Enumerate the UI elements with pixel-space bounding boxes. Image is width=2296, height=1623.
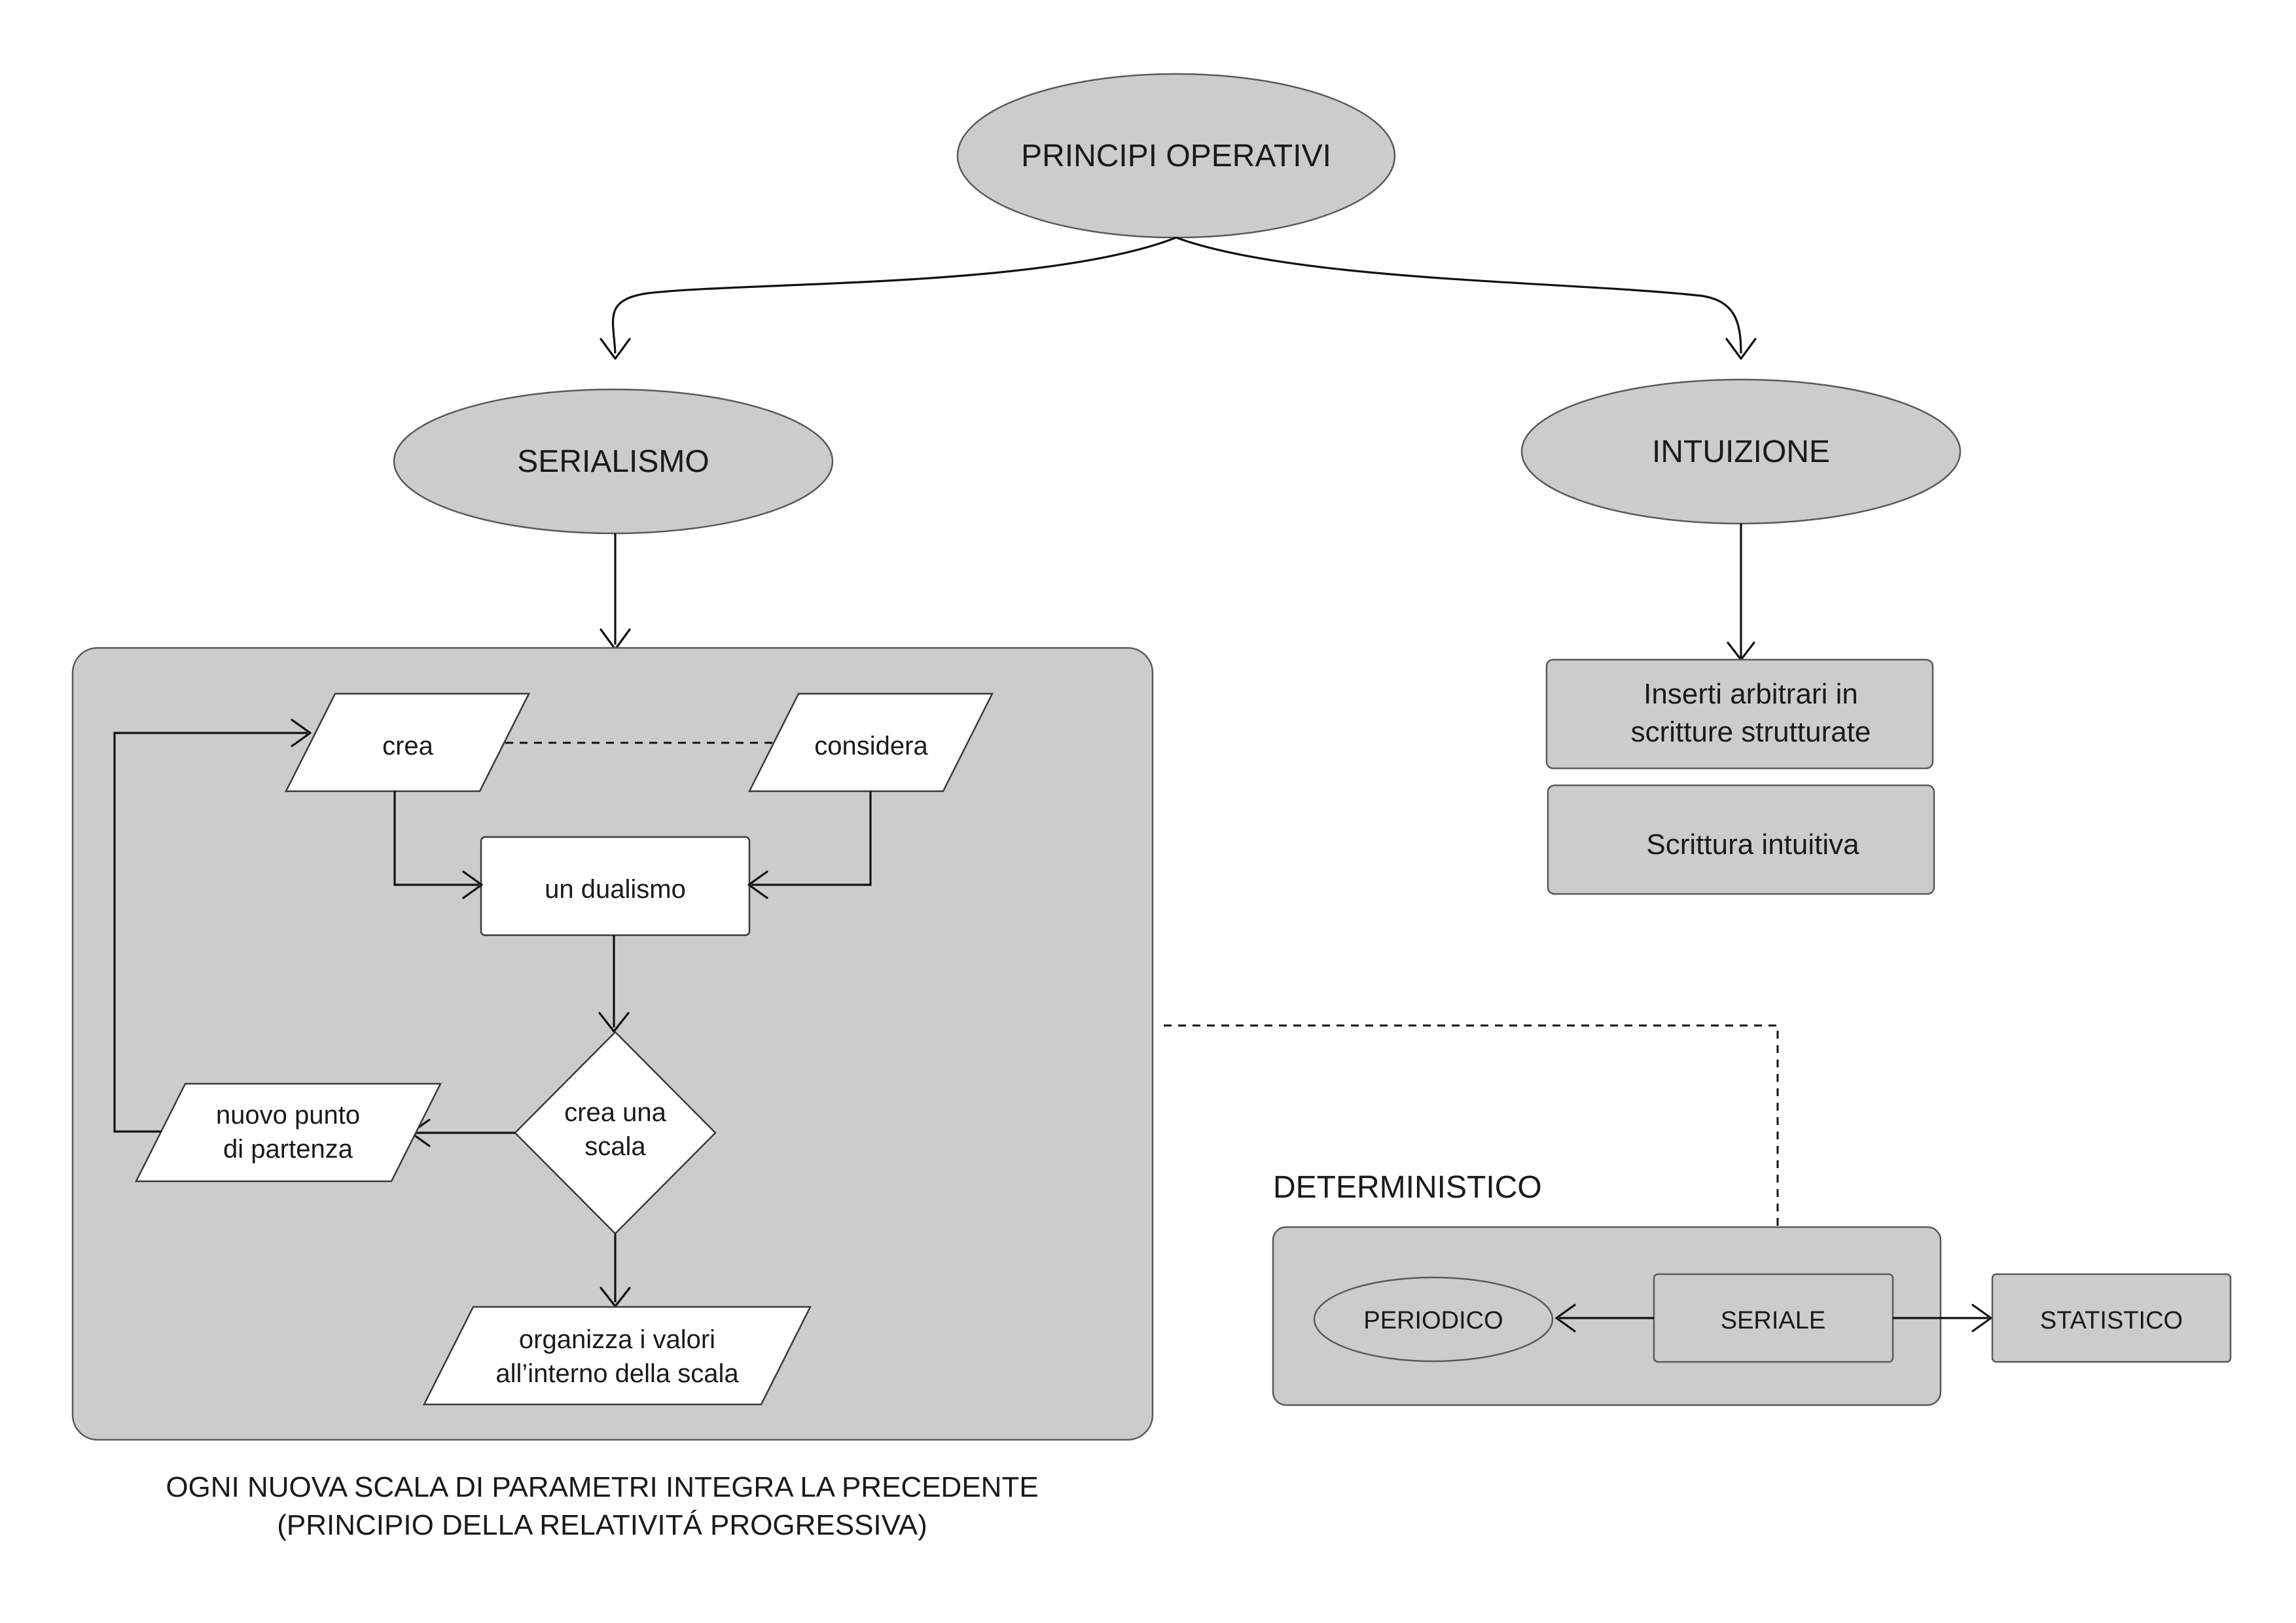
box-scrittura-intuitiva-label: Scrittura intuitiva bbox=[1646, 829, 1859, 861]
node-nuovo-punto-line2: di partenza bbox=[223, 1135, 353, 1164]
node-intuizione-label: INTUIZIONE bbox=[1652, 435, 1830, 469]
node-crea-label: crea bbox=[382, 732, 434, 760]
caption-line1: OGNI NUOVA SCALA DI PARAMETRI INTEGRA LA… bbox=[166, 1471, 1038, 1503]
box-inserti-line1: Inserti arbitrari in bbox=[1643, 678, 1858, 710]
node-nuovo-punto: nuovo punto di partenza bbox=[134, 1082, 442, 1183]
node-considera-label: considera bbox=[814, 732, 928, 760]
node-periodico: PERIODICO bbox=[1313, 1276, 1554, 1363]
edge-principi-to-serialismo bbox=[600, 236, 1177, 360]
node-seriale-label: SERIALE bbox=[1721, 1307, 1826, 1334]
node-un-dualismo: un dualismo bbox=[480, 836, 751, 936]
edge-nuovo-punto-loop-to-crea bbox=[113, 719, 312, 1133]
caption: OGNI NUOVA SCALA DI PARAMETRI INTEGRA LA… bbox=[166, 1471, 1038, 1541]
node-serialismo: SERIALISMO bbox=[393, 388, 834, 535]
node-un-dualismo-label: un dualismo bbox=[545, 875, 686, 904]
node-statistico-label: STATISTICO bbox=[2040, 1307, 2183, 1334]
edge-crea-to-dualismo bbox=[393, 791, 483, 899]
node-periodico-label: PERIODICO bbox=[1363, 1307, 1503, 1334]
node-organizza-line2: all’interno della scala bbox=[495, 1359, 739, 1388]
node-serialismo-label: SERIALISMO bbox=[517, 444, 709, 479]
box-inserti-line2: scritture strutturate bbox=[1631, 716, 1871, 748]
edge-principi-to-intuizione bbox=[1175, 236, 1757, 360]
node-crea-una-scala-line2: scala bbox=[584, 1132, 646, 1161]
edge-considera-to-dualismo bbox=[747, 791, 872, 899]
node-intuizione: INTUIZIONE bbox=[1520, 378, 1962, 525]
node-crea: crea bbox=[284, 692, 531, 793]
node-principi-operativi: PRINCIPI OPERATIVI bbox=[956, 73, 1396, 239]
node-organizza-line1: organizza i valori bbox=[519, 1325, 715, 1354]
edge-serialismo-to-container bbox=[600, 533, 631, 651]
box-inserti-arbitrari: Inserti arbitrari in scritture struttura… bbox=[1545, 658, 1934, 770]
node-organizza: organizza i valori all’interno della sca… bbox=[422, 1306, 812, 1406]
node-statistico: STATISTICO bbox=[1991, 1273, 2232, 1363]
node-nuovo-punto-line1: nuovo punto bbox=[216, 1101, 360, 1130]
node-considera: considera bbox=[747, 692, 994, 793]
node-seriale: SERIALE bbox=[1653, 1273, 1894, 1363]
edge-seriale-to-periodico bbox=[1555, 1304, 1654, 1332]
group-label-deterministico: DETERMINISTICO bbox=[1273, 1170, 1542, 1205]
edge-dualismo-to-scala bbox=[598, 935, 630, 1033]
node-crea-una-scala: crea una scala bbox=[514, 1031, 717, 1235]
node-crea-una-scala-line1: crea una bbox=[564, 1098, 666, 1127]
box-scrittura-intuitiva: Scrittura intuitiva bbox=[1547, 784, 1935, 895]
caption-line2: (PRINCIPIO DELLA RELATIVITÁ PROGRESSIVA) bbox=[277, 1509, 927, 1541]
node-principi-operativi-label: PRINCIPI OPERATIVI bbox=[1021, 139, 1331, 173]
edge-intuizione-to-inserti bbox=[1727, 524, 1755, 661]
edge-seriale-to-statistico bbox=[1893, 1304, 1992, 1332]
